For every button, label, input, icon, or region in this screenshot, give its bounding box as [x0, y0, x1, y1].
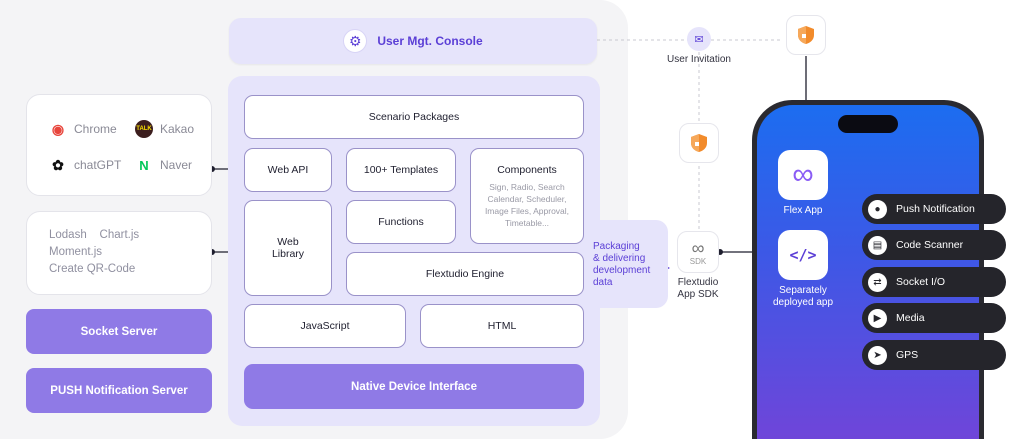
templates-box: 100+ Templates	[346, 148, 456, 192]
flex-app-icon: ∞	[778, 150, 828, 200]
feature-label: Socket I/O	[896, 276, 946, 288]
packaging-line-3: development	[593, 265, 651, 276]
chatgpt-icon: ✿	[52, 156, 64, 173]
feature-label: GPS	[896, 349, 919, 361]
functions-box: Functions	[346, 200, 456, 244]
chatgpt-chip: ✿ chatGPT	[49, 156, 121, 174]
qr-code-label: Create QR-Code	[49, 263, 136, 275]
chrome-label: Chrome	[74, 122, 117, 136]
separately-line-2: deployed app	[772, 297, 834, 308]
shield-icon	[786, 15, 826, 55]
flex-app-label: Flex App	[783, 205, 823, 216]
gear-icon: ⚙	[343, 29, 368, 53]
socket-icon: ⇄	[868, 272, 887, 292]
chrome-icon: ◉	[51, 120, 65, 137]
infinity-icon: ∞	[691, 237, 705, 258]
feature-pill-gps: ➤ GPS	[862, 340, 1006, 370]
packaging-line-1: Packaging	[593, 241, 640, 252]
javascript-box: JavaScript	[244, 304, 406, 348]
lodash-label: Lodash	[49, 229, 87, 241]
libraries-box: Lodash Chart.js Moment.js Create QR-Code	[26, 211, 212, 295]
kakao-chip: TALK Kakao	[135, 120, 194, 138]
separately-deployed-label: Separately deployed app	[763, 285, 843, 309]
feature-pill-push-notification: ● Push Notification	[862, 194, 1006, 224]
client-apps-box: ◉ Chrome TALK Kakao ✿ chatGPT N Naver	[26, 94, 212, 196]
code-brackets-icon: </>	[789, 246, 817, 264]
feature-label: Code Scanner	[896, 239, 964, 251]
separately-line-1: Separately	[779, 285, 827, 296]
momentjs-label: Moment.js	[49, 246, 103, 258]
library-line-1: Lodash Chart.js	[49, 227, 139, 244]
user-invitation-label: User Invitation	[667, 54, 731, 65]
kakao-icon: TALK	[135, 120, 153, 138]
scanner-icon: ▤	[868, 235, 887, 255]
user-mgt-console: ⚙ User Mgt. Console	[229, 18, 597, 64]
play-icon: ▶	[868, 308, 887, 328]
push-notification-server: PUSH Notification Server	[26, 368, 212, 413]
bell-icon: ●	[868, 199, 887, 219]
sdk-label-line-2: App SDK	[677, 289, 719, 300]
web-library-box: Web Library	[244, 200, 332, 296]
sdk-label: Flextudio App SDK	[658, 277, 738, 301]
infinity-icon: ∞	[792, 158, 814, 191]
location-arrow-icon: ➤	[868, 345, 887, 365]
naver-icon: N	[139, 157, 149, 173]
components-box: Components Sign, Radio, Search Calendar,…	[470, 148, 584, 244]
flextudio-engine-box: Flextudio Engine	[346, 252, 584, 296]
socket-server: Socket Server	[26, 309, 212, 354]
chatgpt-label: chatGPT	[74, 158, 122, 172]
native-device-interface: Native Device Interface	[244, 364, 584, 409]
sdk-badge: ∞ SDK	[677, 231, 719, 273]
web-api-box: Web API	[244, 148, 332, 192]
kakao-label: Kakao	[160, 122, 195, 136]
chrome-chip: ◉ Chrome	[49, 120, 117, 138]
sdk-label-line-1: Flextudio	[677, 277, 719, 288]
shield-icon	[679, 123, 719, 163]
naver-chip: N Naver	[135, 156, 192, 174]
scenario-packages-box: Scenario Packages	[244, 95, 584, 139]
naver-label: Naver	[160, 158, 193, 172]
mail-icon: ✉	[687, 27, 711, 51]
feature-pill-media: ▶ Media	[862, 303, 1006, 333]
packaging-line-2: & delivering	[593, 253, 646, 264]
web-library-line-1: Web	[277, 236, 299, 248]
code-app-icon: </>	[778, 230, 828, 280]
packaging-text: Packaging & delivering development data	[593, 241, 650, 289]
feature-pill-socket-io: ⇄ Socket I/O	[862, 267, 1006, 297]
feature-label: Push Notification	[896, 203, 975, 215]
html-box: HTML	[420, 304, 584, 348]
console-label: User Mgt. Console	[377, 34, 483, 48]
chartjs-label: Chart.js	[99, 229, 140, 241]
feature-pill-code-scanner: ▤ Code Scanner	[862, 230, 1006, 260]
feature-label: Media	[896, 312, 925, 324]
components-description: Sign, Radio, Search Calendar, Scheduler,…	[484, 182, 570, 228]
web-library-line-2: Library	[271, 248, 305, 260]
sdk-badge-label: SDK	[689, 256, 707, 266]
packaging-line-4: data	[593, 277, 613, 288]
components-title: Components	[497, 164, 557, 176]
packaging-tab: Packaging & delivering development data	[588, 220, 668, 308]
phone-notch	[838, 115, 898, 133]
